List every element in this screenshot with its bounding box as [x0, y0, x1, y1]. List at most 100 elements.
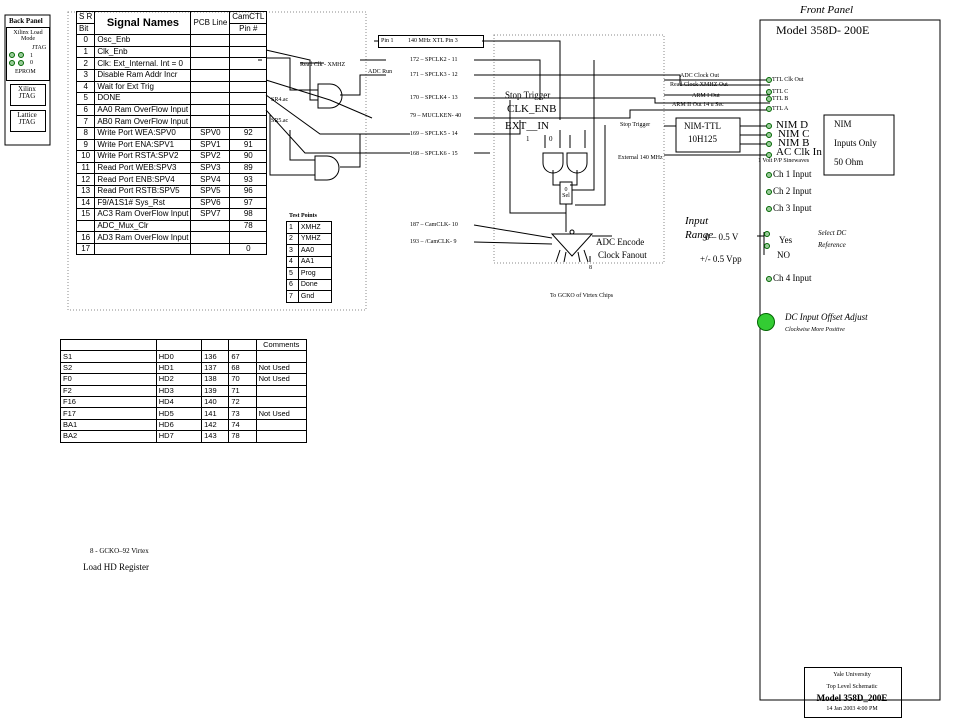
read-clock-out-label: Read Clock XMHZ Out [670, 82, 728, 88]
load-mode-box [6, 27, 50, 81]
table-cell: AA0 [297, 244, 333, 257]
xilinx-jtag-label: Xilinx JTAG [18, 85, 36, 100]
jumper-one-label: 1 [30, 53, 33, 59]
table-cell [190, 68, 231, 82]
table-cell: 3 [75, 68, 96, 82]
table-cell: 72 [228, 395, 257, 409]
table-cell: 10 [75, 150, 96, 163]
nim-d-connector-icon[interactable] [766, 123, 772, 129]
table-cell [190, 231, 231, 244]
table-cell: 17 [75, 242, 96, 256]
table-cell: 14 [75, 196, 96, 210]
table-cell: F17 [60, 407, 157, 420]
ch4-connector-icon[interactable] [766, 276, 772, 282]
table-cell: 0 [75, 34, 96, 47]
table-header-row: Comments [60, 338, 308, 352]
inputs-only-label: Inputs Only [834, 138, 877, 148]
mux-label: 0 Sel [562, 187, 570, 199]
arm1-out-label: ARM I Out [692, 93, 720, 99]
part-label: 10H125 [688, 134, 717, 144]
table-cell: AB0 Ram OverFlow Input [94, 115, 192, 128]
nim-b-connector-icon[interactable] [766, 141, 772, 147]
spclk6-label: 168 – SPCLK6 - 15 [410, 151, 458, 157]
table-cell: 91 [229, 138, 268, 152]
dc-offset-label: DC Input Offset Adjust [785, 312, 868, 322]
arm2-out-label: ARM II Out 14 u Sec [672, 102, 724, 108]
jumper-pin-icon [18, 60, 24, 66]
table-cell: AA1 [297, 255, 333, 268]
table-cell [229, 115, 268, 128]
table-cell: S1 [60, 350, 157, 363]
xtl-box [378, 35, 484, 48]
adc-clock-out-label: ADC Clock Out [680, 73, 719, 79]
table-cell [229, 103, 268, 117]
table-cell: 9 [75, 138, 96, 152]
table-cell: 78 [228, 430, 257, 443]
table-cell: 139 [201, 384, 230, 397]
ac-clk-in-connector-icon[interactable] [766, 152, 772, 158]
load-hd-register-label: Load HD Register [83, 562, 149, 572]
ch2-connector-icon[interactable] [766, 189, 772, 195]
table-cell [229, 45, 268, 59]
ch4-label: Ch 4 Input [773, 273, 812, 283]
adc-encode-label: ADC Encode [596, 237, 645, 247]
eprom-label: EPROM [15, 69, 36, 75]
camclk-label: 187 – CamCLK- 10 [410, 222, 458, 228]
table-cell: 90 [229, 150, 268, 163]
table-cell [255, 350, 308, 363]
table-cell: DONE [94, 92, 192, 105]
ttl-a-connector-icon[interactable] [766, 106, 772, 112]
table-cell: HD4 [155, 395, 203, 409]
table-cell: HD0 [155, 350, 203, 363]
table-cell: 0 [229, 242, 268, 256]
table-cell: 4 [286, 255, 299, 268]
back-panel-title: Back Panel [9, 17, 43, 25]
table-cell: Read Port WEB:SPV3 [94, 161, 192, 175]
table-cell: Not Used [255, 407, 308, 420]
ttl-c-connector-icon[interactable] [766, 89, 772, 95]
table-cell: 13 [75, 184, 96, 198]
yes-label: Yes [779, 235, 793, 245]
table-cell: 5 [75, 92, 96, 105]
ttl-c-label: TTL C [772, 89, 789, 95]
spclk5-label: 169 – SPCLK5 - 14 [410, 131, 458, 137]
table-cell [255, 384, 308, 397]
title-date: 14 Jan 2003 4:00 PM [826, 706, 878, 712]
offset-knob-icon[interactable] [757, 313, 775, 331]
ch1-connector-icon[interactable] [766, 172, 772, 178]
input-zero-label: 0 [549, 135, 553, 143]
lattice-jtag-label: Lattice JTAG [17, 111, 37, 126]
table-cell: 68 [228, 361, 257, 375]
nim-c-label: NIM C [778, 128, 810, 140]
table-row: 17 0 [75, 242, 268, 256]
ttl-b-connector-icon[interactable] [766, 96, 772, 102]
table-cell: 7 [75, 115, 96, 128]
sr4-label: SR4.ac [271, 97, 289, 103]
ttl-clk-out-connector-icon[interactable] [766, 77, 772, 83]
select-switch-pin-icon[interactable] [764, 231, 770, 237]
table-cell: Clk_Enb [94, 45, 192, 59]
table-cell [255, 430, 308, 443]
table-cell: SPV2 [190, 150, 231, 163]
ch2-label: Ch 2 Input [773, 186, 812, 196]
ch3-connector-icon[interactable] [766, 206, 772, 212]
table-cell: 142 [201, 418, 230, 432]
ch3-label: Ch 3 Input [773, 203, 812, 213]
select-switch-pin-icon[interactable] [764, 243, 770, 249]
table-cell: AA0 Ram OverFlow Input [94, 103, 192, 117]
nim-c-connector-icon[interactable] [766, 132, 772, 138]
table-cell: 1 [286, 221, 299, 234]
table-cell: 1 [75, 45, 96, 59]
sinewaves-label: 1 Volt P/P Sinewaves [758, 158, 810, 164]
table-cell [190, 242, 231, 256]
